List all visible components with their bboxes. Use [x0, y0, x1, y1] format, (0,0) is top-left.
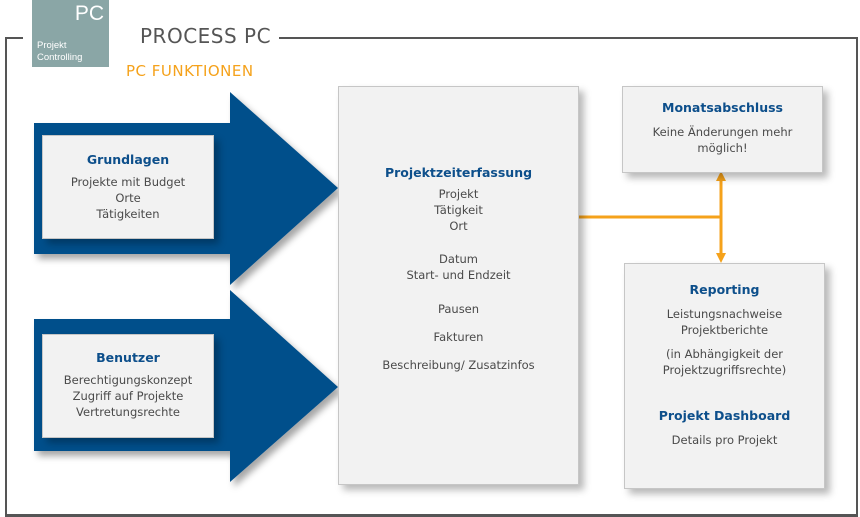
section-subtitle: PC FUNKTIONEN [126, 62, 254, 80]
reporting-note: (in Abhängigkeit der [666, 347, 783, 361]
reporting-title: Reporting [689, 282, 760, 297]
zeiterfassung-item: Start- und Endzeit [406, 268, 511, 282]
frame-right [856, 37, 858, 517]
zeiterfassung-title: Projektzeiterfassung [384, 165, 533, 180]
reporting-item: Projektberichte [680, 323, 769, 337]
monatsabschluss-item: Keine Änderungen mehr [652, 125, 793, 139]
grundlagen-item: Orte [115, 191, 141, 205]
dashboard-title: Projekt Dashboard [658, 408, 791, 423]
dashboard-item: Details pro Projekt [671, 433, 778, 447]
frame-top-right [276, 37, 858, 39]
benutzer-box: Benutzer Berechtigungskonzept Zugriff au… [42, 334, 214, 438]
zeiterfassung-item: Ort [449, 219, 468, 233]
monatsabschluss-item: möglich! [697, 141, 748, 155]
zeiterfassung-box: Projektzeiterfassung Projekt Tätigkeit O… [338, 86, 579, 485]
grundlagen-box: Grundlagen Projekte mit Budget Orte Täti… [42, 135, 214, 239]
page-title: PROCESS PC [140, 24, 280, 48]
frame-top-left [5, 37, 23, 39]
logo-line2: Controlling [37, 52, 83, 63]
monatsabschluss-box: Monatsabschluss Keine Änderungen mehr mö… [622, 86, 823, 173]
grundlagen-title: Grundlagen [86, 152, 170, 167]
benutzer-item: Berechtigungskonzept [63, 373, 193, 387]
logo: PC Projekt Controlling [32, 0, 109, 67]
reporting-item: Leistungsnachweise [666, 307, 783, 321]
zeiterfassung-item: Beschreibung/ Zusatzinfos [382, 358, 535, 372]
zeiterfassung-item: Pausen [437, 302, 480, 316]
grundlagen-item: Tätigkeiten [96, 207, 160, 221]
zeiterfassung-item: Projekt [438, 187, 479, 201]
frame-bottom [5, 514, 858, 517]
logo-mark: PC [74, 2, 104, 25]
frame-left [5, 37, 7, 517]
grundlagen-item: Projekte mit Budget [70, 175, 186, 189]
reporting-note: Projektzugriffsrechte) [662, 363, 787, 377]
monatsabschluss-title: Monatsabschluss [662, 100, 783, 115]
benutzer-title: Benutzer [96, 350, 160, 365]
zeiterfassung-item: Fakturen [433, 330, 484, 344]
benutzer-item: Zugriff auf Projekte [72, 389, 184, 403]
zeiterfassung-item: Datum [439, 252, 478, 266]
logo-line1: Projekt [37, 40, 67, 51]
benutzer-item: Vertretungsrechte [76, 405, 180, 419]
zeiterfassung-item: Tätigkeit [434, 203, 483, 217]
reporting-box: Reporting Leistungsnachweise Projektberi… [624, 263, 825, 489]
